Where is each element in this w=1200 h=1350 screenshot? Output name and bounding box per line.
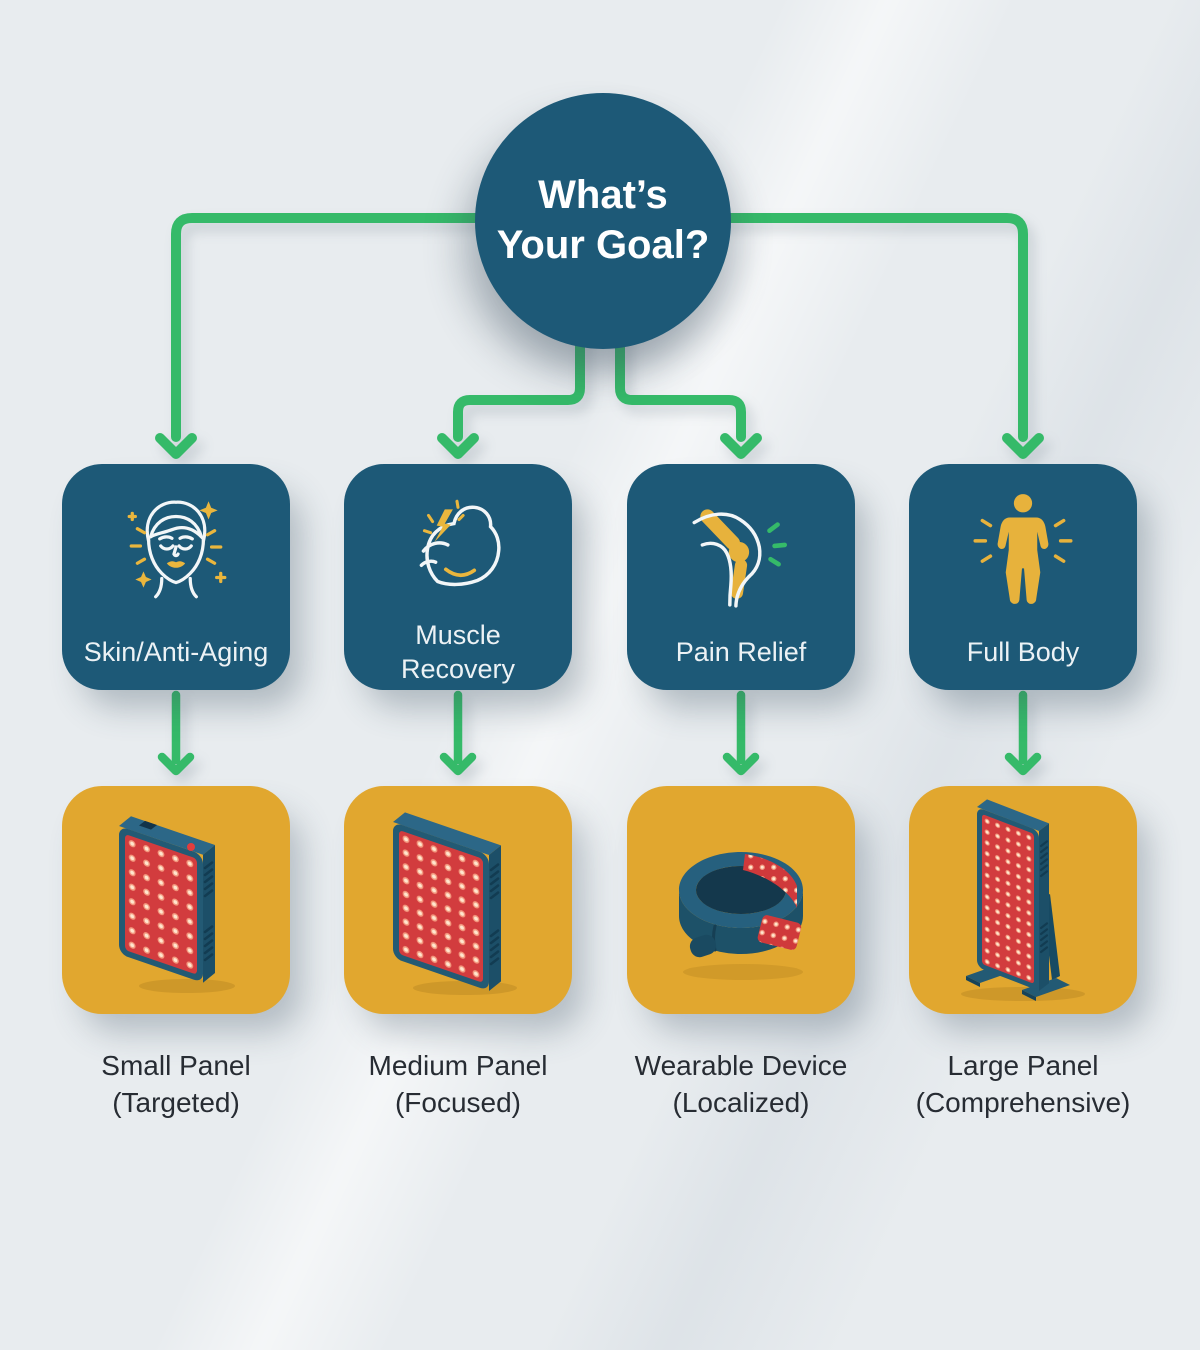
caption-line2: (Localized): [672, 1086, 810, 1118]
caption-line2: (Focused): [394, 1086, 522, 1118]
goal-label: Muscle Recovery: [401, 614, 515, 690]
goal-label-line1: Full Body: [966, 636, 1080, 667]
small-led-panel-illustration: [119, 816, 235, 993]
goal-label-line1: Pain Relief: [675, 636, 807, 667]
root-question-line1: What’s: [538, 173, 668, 218]
caption-line1: Wearable Device: [634, 1050, 848, 1081]
caption-line1: Large Panel: [947, 1050, 1099, 1081]
caption-medium-panel: Medium Panel (Focused): [318, 1048, 598, 1122]
goal-box-pain-relief: Pain Relief: [627, 464, 855, 690]
face-anti-aging-icon: [112, 488, 240, 610]
caption-line1: Medium Panel: [368, 1050, 548, 1081]
flexed-bicep-icon: [394, 488, 522, 610]
caption-large-panel: Large Panel (Comprehensive): [883, 1048, 1163, 1122]
caption-line1: Small Panel: [101, 1050, 251, 1081]
goal-label-line2: Recovery: [400, 654, 516, 684]
goal-box-full-body: Full Body: [909, 464, 1137, 690]
device-box-medium-panel: [344, 786, 572, 1014]
caption-wearable: Wearable Device (Localized): [601, 1048, 881, 1122]
caption-line2: (Targeted): [112, 1086, 240, 1118]
full-body-icon: [959, 488, 1087, 610]
large-led-panel-illustration: [961, 799, 1085, 1001]
goal-label: Full Body: [967, 614, 1080, 690]
wearable-band-illustration: [679, 852, 803, 980]
device-box-wearable: [627, 786, 855, 1014]
goal-label-line1: Muscle: [415, 619, 501, 650]
goal-box-skin-anti-aging: Skin/Anti-Aging: [62, 464, 290, 690]
goal-box-muscle-recovery: Muscle Recovery: [344, 464, 572, 690]
goal-label: Skin/Anti-Aging: [84, 614, 269, 690]
device-box-large-panel: [909, 786, 1137, 1014]
caption-small-panel: Small Panel (Targeted): [36, 1048, 316, 1122]
medium-led-panel-illustration: [393, 812, 517, 995]
root-node: What’s Your Goal?: [475, 93, 731, 349]
knee-joint-icon: [677, 488, 805, 610]
root-question-line2: Your Goal?: [496, 223, 710, 267]
goal-label: Pain Relief: [676, 614, 807, 690]
goal-label-line1: Skin/Anti-Aging: [83, 636, 269, 667]
caption-line2: (Comprehensive): [915, 1086, 1131, 1118]
device-box-small-panel: [62, 786, 290, 1014]
